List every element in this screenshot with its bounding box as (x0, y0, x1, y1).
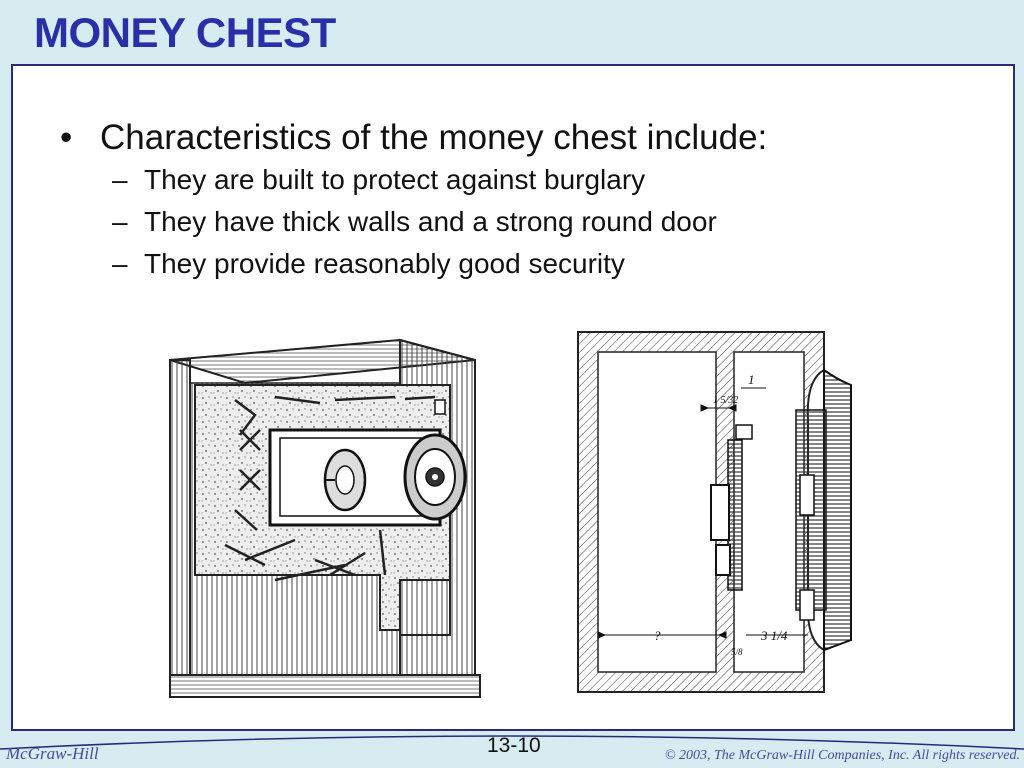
slide-title: MONEY CHEST (34, 9, 336, 56)
bullet-list: • Characteristics of the money chest inc… (60, 117, 767, 285)
sub-bullet-text: They provide reasonably good security (144, 248, 625, 279)
sub-bullet-item: – They are built to protect against burg… (112, 159, 767, 201)
footer-divider (0, 735, 1024, 750)
dimension-label: 1 5/32 (713, 395, 738, 406)
money-chest-cross-section-diagram: 1 1 5/32 ? 3 1/4 5/8 (577, 331, 852, 693)
sub-bullet-marker: – (112, 206, 128, 237)
sub-bullet-marker: – (112, 164, 128, 195)
copyright-notice: © 2003, The McGraw-Hill Companies, Inc. … (664, 748, 1020, 763)
sub-bullet-item: – They have thick walls and a strong rou… (112, 201, 767, 243)
dimension-label: 5/8 (731, 647, 743, 657)
dimension-label: ? (654, 628, 661, 643)
bullet-text: Characteristics of the money chest inclu… (100, 118, 768, 157)
bullet-item: • Characteristics of the money chest inc… (60, 117, 767, 159)
money-chest-cutaway-illustration (169, 338, 481, 698)
publisher-name: McGraw-Hill (6, 744, 99, 763)
sub-bullet-text: They have thick walls and a strong round… (144, 206, 717, 237)
bullet-marker: • (60, 118, 73, 157)
dimension-label: 1 (748, 372, 755, 387)
dimension-label: 3 1/4 (760, 628, 788, 643)
sub-bullet-text: They are built to protect against burgla… (144, 164, 646, 195)
page-number: 13-10 (487, 734, 541, 757)
sub-bullet-item: – They provide reasonably good security (112, 243, 767, 285)
sub-bullet-marker: – (112, 248, 128, 279)
